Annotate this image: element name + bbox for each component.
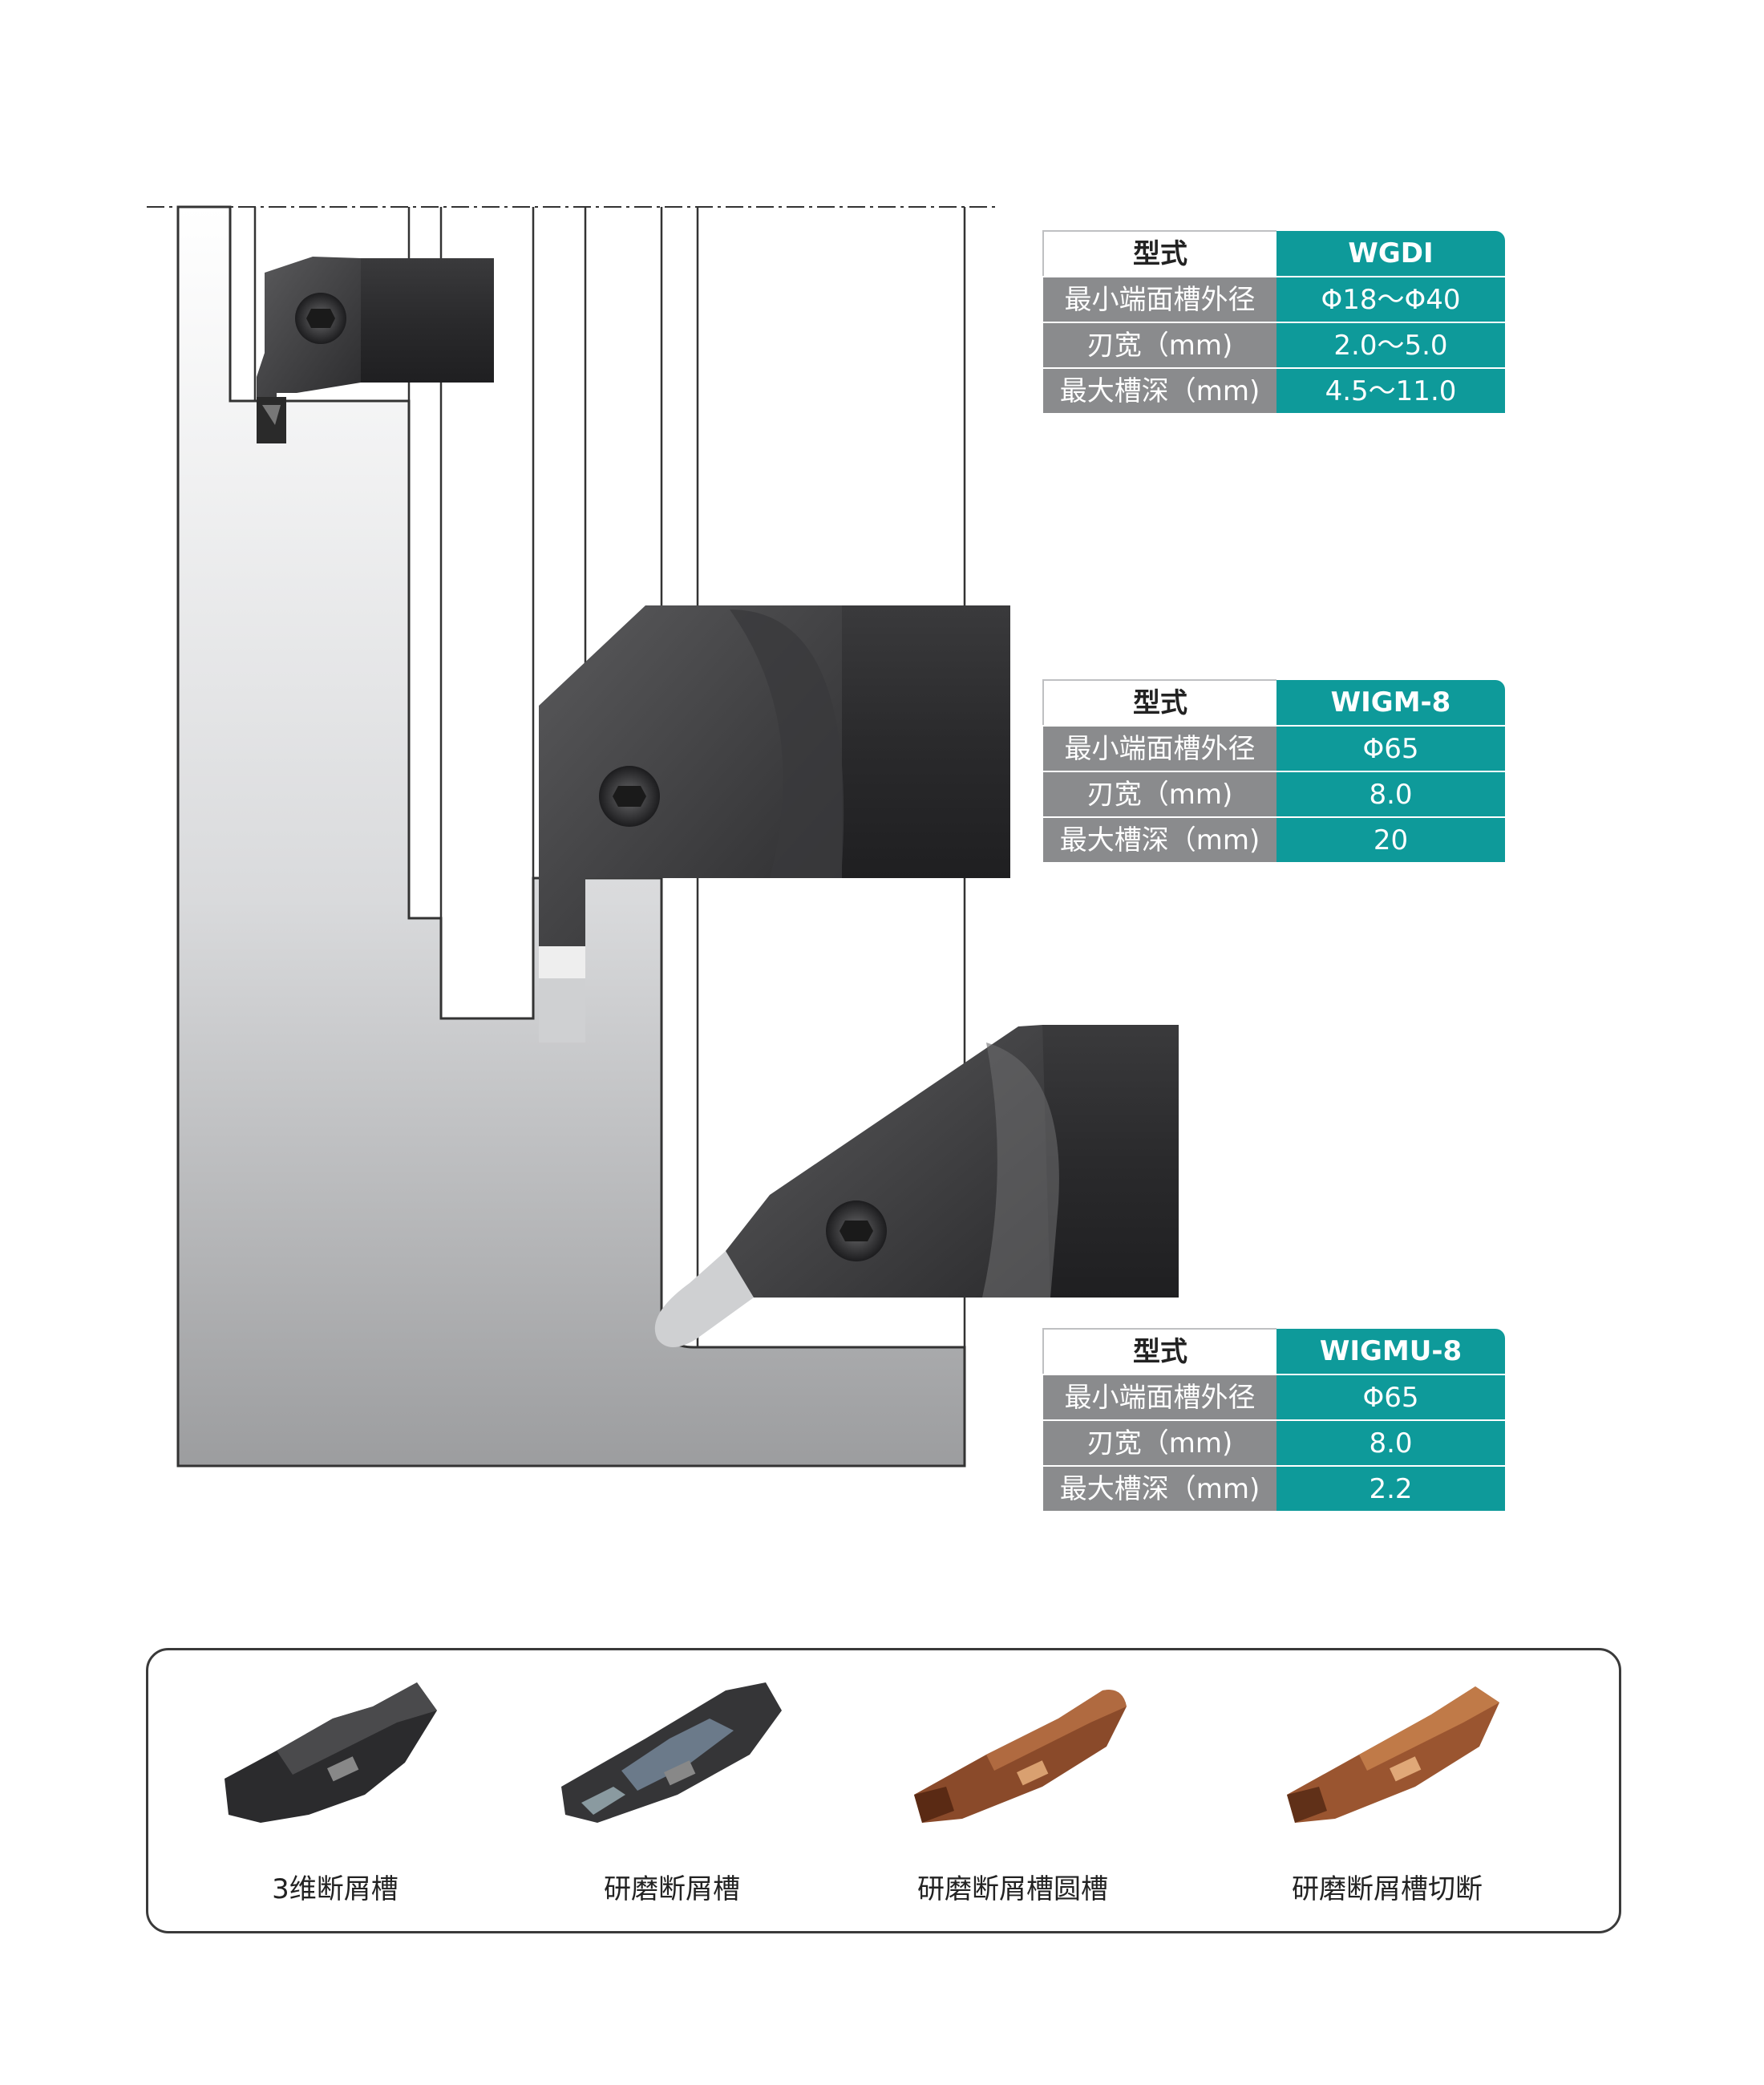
row-label: 最小端面槽外径 xyxy=(1043,277,1276,323)
insert-caption: 3维断屑槽 xyxy=(272,1873,399,1905)
row-label: 刃宽（mm) xyxy=(1043,322,1276,369)
row-label: 最大槽深（mm) xyxy=(1043,1466,1276,1512)
insert-caption: 研磨断屑槽 xyxy=(604,1873,740,1905)
row-value: Φ65 xyxy=(1276,726,1505,772)
insert-ground-chipbreaker-image xyxy=(561,1682,782,1823)
tool-wgdi xyxy=(257,257,494,443)
row-label: 最大槽深（mm) xyxy=(1043,368,1276,415)
insert-ground-cutoff-image xyxy=(1287,1686,1499,1823)
row-label: 最小端面槽外径 xyxy=(1043,1374,1276,1421)
row-value: 8.0 xyxy=(1276,1420,1505,1467)
row-value: 2.2 xyxy=(1276,1466,1505,1512)
type-label: 型式 xyxy=(1042,230,1276,277)
insert-caption: 研磨断屑槽圆槽 xyxy=(917,1873,1108,1905)
model-name: WIGM-8 xyxy=(1276,680,1505,727)
row-label: 刃宽（mm) xyxy=(1043,1420,1276,1467)
insert-caption: 研磨断屑槽切断 xyxy=(1292,1873,1483,1905)
insert-ground-round-image xyxy=(914,1690,1127,1823)
row-value: Φ18～Φ40 xyxy=(1276,277,1505,323)
type-label: 型式 xyxy=(1042,1328,1276,1375)
tool-wigm-8 xyxy=(539,605,1010,1042)
model-name: WIGMU-8 xyxy=(1276,1329,1505,1375)
model-name: WGDI xyxy=(1276,231,1505,277)
row-label: 最大槽深（mm) xyxy=(1043,817,1276,864)
row-value: 8.0 xyxy=(1276,771,1505,818)
row-label: 最小端面槽外径 xyxy=(1043,726,1276,772)
row-value: 4.5～11.0 xyxy=(1276,368,1505,415)
insert-3d-chipbreaker-image xyxy=(225,1682,437,1823)
row-value: 2.0～5.0 xyxy=(1276,322,1505,369)
insert-gallery: 3维断屑槽 研磨断屑槽 研磨断屑槽圆槽 研磨断屑槽切断 xyxy=(146,1648,1621,1933)
tool-wigmu-8 xyxy=(654,1025,1179,1347)
row-value: Φ65 xyxy=(1276,1374,1505,1421)
row-value: 20 xyxy=(1276,817,1505,864)
type-label: 型式 xyxy=(1042,679,1276,727)
row-label: 刃宽（mm) xyxy=(1043,771,1276,818)
